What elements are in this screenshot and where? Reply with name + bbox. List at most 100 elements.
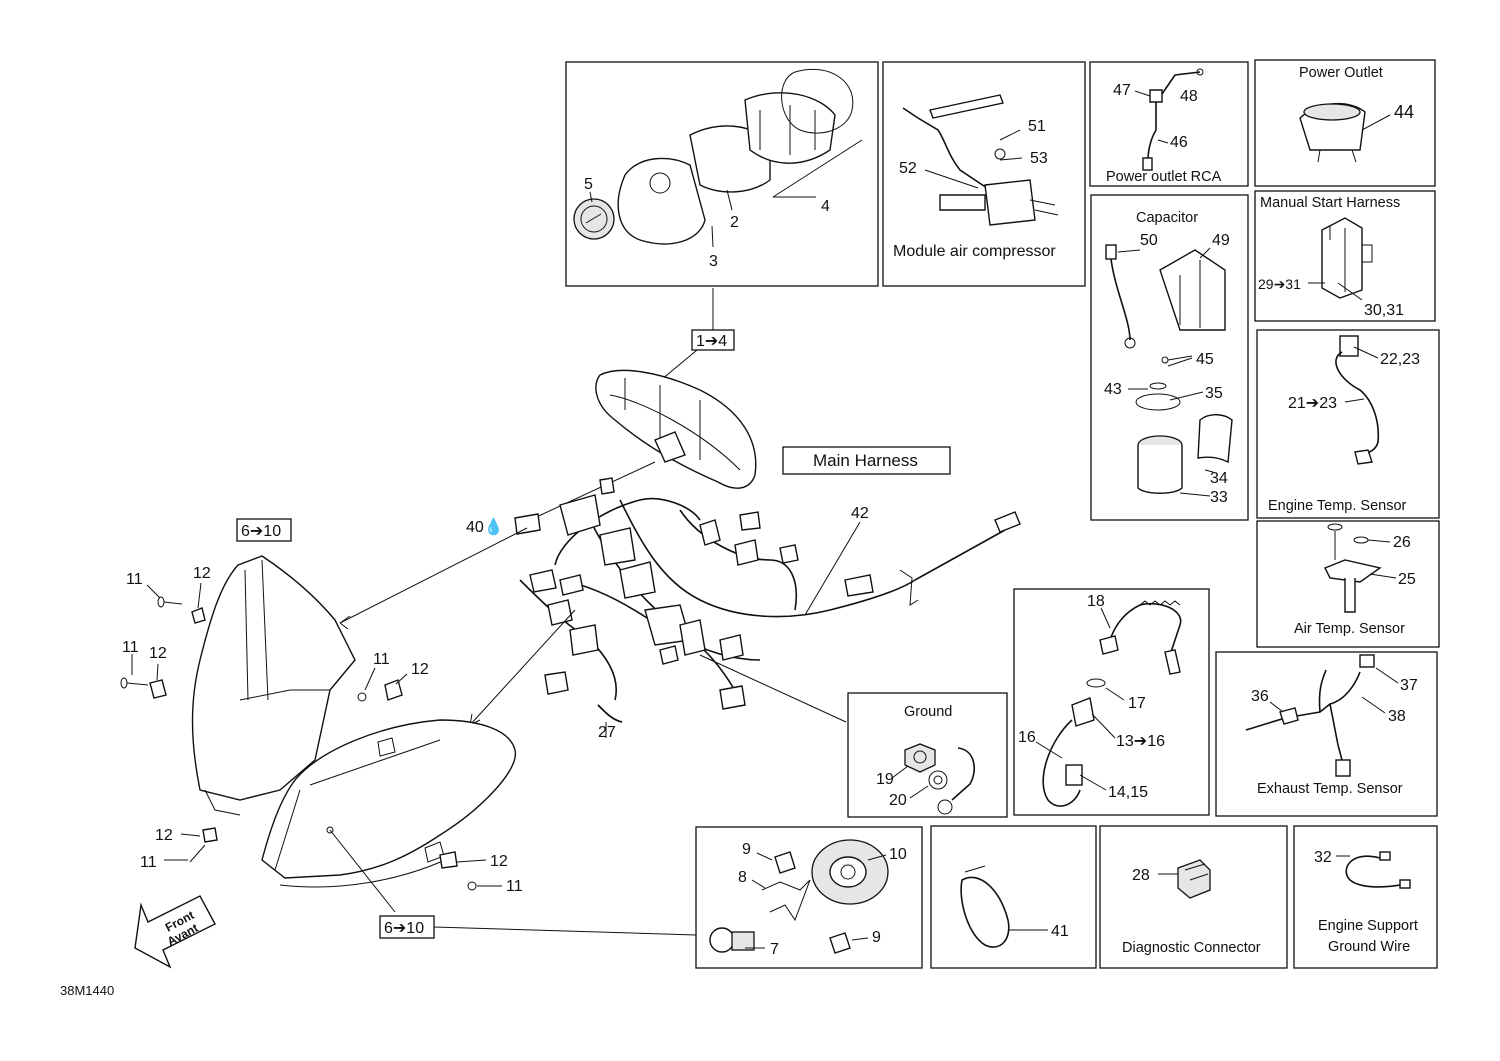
label-11e: 11 [506, 878, 523, 895]
title-manual-start-harness: Manual Start Harness [1260, 195, 1400, 211]
label-51: 51 [1028, 118, 1046, 135]
panel-diagnostic-connector: 28 Diagnostic Connector [1099, 825, 1288, 969]
label-25: 25 [1398, 571, 1416, 588]
panel-ground: Ground 19 20 [847, 692, 1008, 818]
panel-instrument-cluster: 5 2 3 4 [565, 61, 879, 287]
label-29-31: 29➔31 [1258, 276, 1301, 292]
title-power-outlet-rca: Power outlet RCA [1106, 169, 1222, 185]
label-53: 53 [1030, 150, 1048, 167]
label-14-15: 14,15 [1108, 784, 1148, 801]
label-40: 40💧 [466, 517, 504, 536]
label-46: 46 [1170, 134, 1188, 151]
label-12d: 12 [155, 827, 173, 844]
callout-6-10-bottom: 6➔10 [384, 920, 424, 937]
title-capacitor: Capacitor [1136, 210, 1198, 226]
title-air-temp-sensor: Air Temp. Sensor [1294, 621, 1405, 637]
gauge-dial [573, 198, 615, 240]
label-17: 17 [1128, 695, 1146, 712]
headlamp-socket [811, 839, 889, 905]
label-11a: 11 [126, 571, 143, 588]
label-43: 43 [1104, 381, 1122, 398]
gauge-assembly [595, 369, 757, 489]
ground-nut [904, 743, 936, 773]
label-48: 48 [1180, 88, 1198, 105]
panel-manual-start-harness: Manual Start Harness 29➔31 30,31 [1254, 190, 1436, 322]
capacitor-body [1137, 435, 1183, 494]
cluster-housing [744, 92, 836, 164]
label-10: 10 [889, 846, 907, 863]
title-engine-support: Engine Support [1318, 918, 1418, 934]
title-diagnostic-connector: Diagnostic Connector [1122, 940, 1261, 956]
label-19: 19 [876, 771, 894, 788]
label-32: 32 [1314, 849, 1332, 866]
fasteners [120, 596, 477, 891]
label-2: 2 [730, 214, 739, 231]
label-7: 7 [770, 941, 779, 958]
title-module-air-compressor: Module air compressor [893, 243, 1056, 260]
title-exhaust-temp-sensor: Exhaust Temp. Sensor [1257, 781, 1403, 797]
label-11c: 11 [373, 651, 390, 668]
callout-6-10-top: 6➔10 [241, 523, 281, 540]
label-27: 27 [598, 724, 616, 741]
label-12e: 12 [490, 853, 508, 870]
panel-exhaust-temp-sensor: 36 37 38 Exhaust Temp. Sensor [1215, 651, 1438, 817]
front-arrow-icon: Front Avant [134, 895, 216, 969]
title-ground-wire: Ground Wire [1328, 939, 1410, 955]
panel-headlamp-bulb: 9 8 7 10 9 [695, 826, 923, 969]
label-13-16: 13➔16 [1116, 733, 1165, 750]
label-34: 34 [1210, 470, 1228, 487]
label-12c: 12 [411, 661, 429, 678]
headlamp-bulb [709, 927, 755, 953]
label-28: 28 [1132, 867, 1150, 884]
panel-air-temp-sensor: 26 25 Air Temp. Sensor [1256, 520, 1440, 648]
headlight-housing [191, 555, 356, 816]
bezel-front [617, 157, 706, 245]
label-37: 37 [1400, 677, 1418, 694]
label-11b: 11 [122, 639, 139, 656]
label-26: 26 [1393, 534, 1411, 551]
label-22-23: 22,23 [1380, 351, 1420, 368]
title-ground: Ground [904, 704, 952, 720]
label-35: 35 [1205, 385, 1223, 402]
label-4: 4 [821, 198, 830, 215]
label-12b: 12 [149, 645, 167, 662]
label-21-23: 21➔23 [1288, 395, 1337, 412]
label-30-31: 30,31 [1364, 302, 1404, 319]
label-9a: 9 [742, 841, 751, 858]
label-18: 18 [1087, 593, 1105, 610]
label-42: 42 [851, 505, 869, 522]
panel-module-air-compressor: 51 53 52 Module air compressor [882, 61, 1086, 287]
label-33: 33 [1210, 489, 1228, 506]
headlight-lens-assembly [261, 719, 517, 888]
panel-power-outlet: Power Outlet 44 [1254, 59, 1436, 187]
cluster-gasket [781, 68, 854, 134]
label-49: 49 [1212, 232, 1230, 249]
label-8: 8 [738, 869, 747, 886]
label-20: 20 [889, 792, 907, 809]
drawing-id: 38M1440 [60, 983, 114, 998]
panel-engine-support-ground-wire: 32 Engine Support Ground Wire [1293, 825, 1438, 969]
label-41: 41 [1051, 923, 1069, 940]
main-wiring-harness [514, 477, 1021, 710]
label-50: 50 [1140, 232, 1158, 249]
label-45: 45 [1196, 351, 1214, 368]
title-power-outlet: Power Outlet [1299, 65, 1383, 81]
label-3: 3 [709, 253, 718, 270]
label-9b: 9 [872, 929, 881, 946]
label-5: 5 [584, 176, 593, 193]
label-44: 44 [1394, 102, 1414, 122]
label-12a: 12 [193, 565, 211, 582]
panel-engine-temp-sensor: 22,23 21➔23 Engine Temp. Sensor [1256, 329, 1440, 519]
label-16: 16 [1018, 729, 1036, 746]
label-52: 52 [899, 160, 917, 177]
title-main-harness: Main Harness [813, 451, 918, 470]
panel-dess-switch: 18 17 13➔16 16 14,15 [1013, 588, 1210, 816]
callout-1-4: 1➔4 [696, 333, 727, 350]
title-engine-temp-sensor: Engine Temp. Sensor [1268, 498, 1407, 514]
label-11d: 11 [140, 854, 157, 871]
panel-power-outlet-rca: 47 48 46 Power outlet RCA [1089, 61, 1249, 187]
label-47: 47 [1113, 82, 1131, 99]
panel-capacitor: Capacitor 50 49 45 43 35 34 33 [1090, 194, 1249, 521]
label-36: 36 [1251, 688, 1269, 705]
